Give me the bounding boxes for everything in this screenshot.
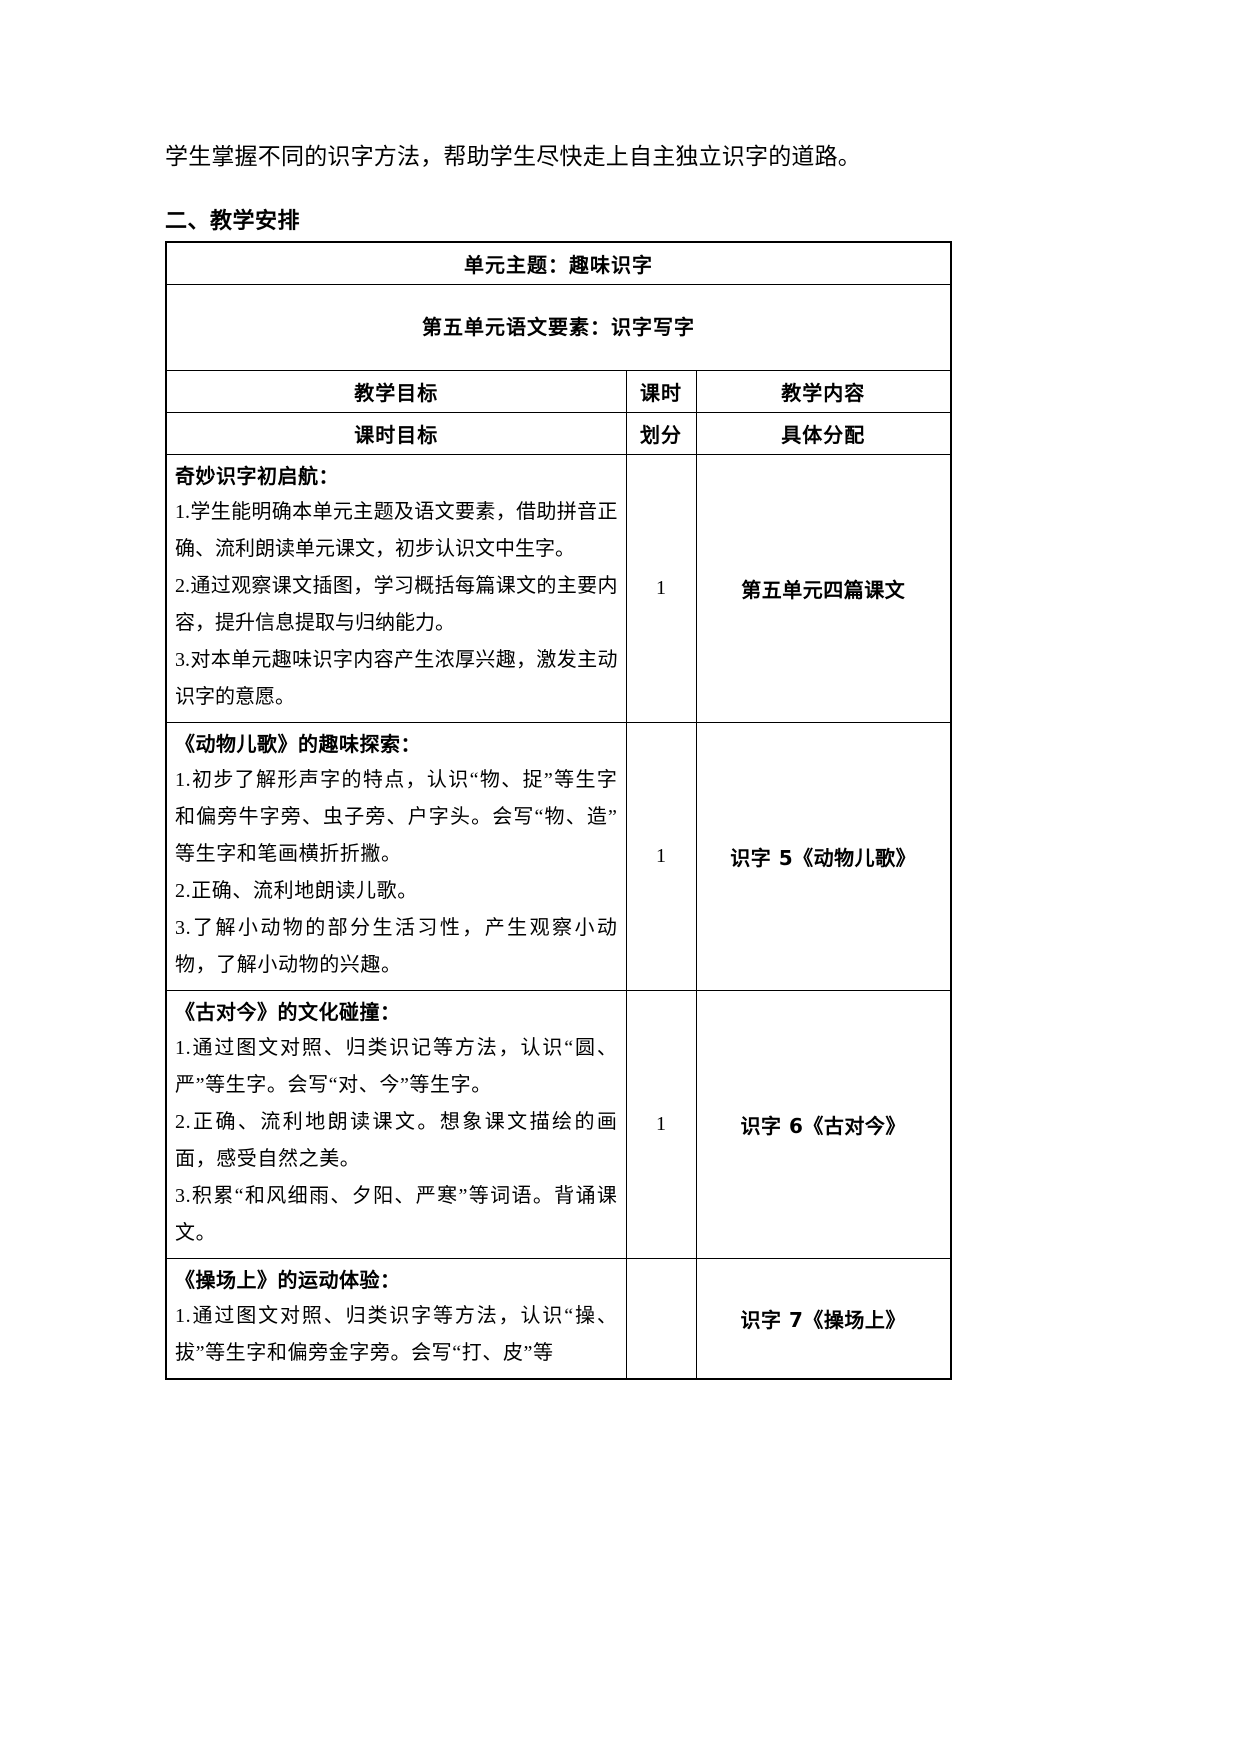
lesson-goal-title: 《动物儿歌》的趣味探索：	[175, 731, 421, 756]
language-element-banner: 第五单元语文要素：识字写字	[165, 283, 952, 371]
column-header-goals: 教学目标	[165, 369, 627, 413]
lesson-content-cell: 第五单元四篇课文	[695, 453, 952, 723]
table-header-row-primary: 教学目标 课时 教学内容	[165, 369, 952, 413]
table-row: 《操场上》的运动体验： 1.通过图文对照、归类识字等方法，认识“操、拔”等生字和…	[165, 1257, 952, 1380]
lesson-goal-item: 1.学生能明确本单元主题及语文要素，借助拼音正确、流利朗读单元课文，初步认识文中…	[175, 500, 618, 560]
lesson-goal-item: 2.通过观察课文插图，学习概括每篇课文的主要内容，提升信息提取与归纳能力。	[175, 574, 618, 634]
lesson-goals-cell: 《古对今》的文化碰撞： 1.通过图文对照、归类识记等方法，认识“圆、严”等生字。…	[165, 989, 627, 1259]
lesson-goals-cell: 奇妙识字初启航： 1.学生能明确本单元主题及语文要素，借助拼音正确、流利朗读单元…	[165, 453, 627, 723]
table-row: 奇妙识字初启航： 1.学生能明确本单元主题及语文要素，借助拼音正确、流利朗读单元…	[165, 453, 952, 723]
lesson-hours-cell: 1	[625, 453, 697, 723]
intro-paragraph: 学生掌握不同的识字方法，帮助学生尽快走上自主独立识字的道路。	[165, 144, 861, 169]
lesson-goal-item: 3.了解小动物的部分生活习性，产生观察小动物，了解小动物的兴趣。	[175, 916, 618, 976]
table-row: 《动物儿歌》的趣味探索： 1.初步了解形声字的特点，认识“物、捉”等生字和偏旁牛…	[165, 721, 952, 991]
table-row: 《古对今》的文化碰撞： 1.通过图文对照、归类识记等方法，认识“圆、严”等生字。…	[165, 989, 952, 1259]
lesson-goal-title: 奇妙识字初启航：	[175, 463, 339, 488]
lesson-content-cell: 识字 7《操场上》	[695, 1257, 952, 1380]
lesson-goal-item: 3.对本单元趣味识字内容产生浓厚兴趣，激发主动识字的意愿。	[175, 648, 618, 708]
table-row-unit-theme: 单元主题：趣味识字	[165, 241, 952, 285]
lesson-hours-cell: 1	[625, 989, 697, 1259]
unit-theme-banner: 单元主题：趣味识字	[165, 241, 952, 285]
column-subheader-hours: 划分	[625, 411, 697, 455]
lesson-goal-item: 2.正确、流利地朗读课文。想象课文描绘的画面，感受自然之美。	[175, 1110, 618, 1170]
lesson-content-cell: 识字 6《古对今》	[695, 989, 952, 1259]
column-header-hours: 课时	[625, 369, 697, 413]
section-heading: 二、教学安排	[165, 208, 301, 234]
lesson-goal-item: 1.初步了解形声字的特点，认识“物、捉”等生字和偏旁牛字旁、虫子旁、户字头。会写…	[175, 768, 618, 865]
lesson-goal-item: 1.通过图文对照、归类识记等方法，认识“圆、严”等生字。会写“对、今”等生字。	[175, 1036, 618, 1096]
column-subheader-content: 具体分配	[695, 411, 952, 455]
lesson-goal-title: 《古对今》的文化碰撞：	[175, 999, 401, 1024]
column-subheader-goals: 课时目标	[165, 411, 627, 455]
table-row-language-element: 第五单元语文要素：识字写字	[165, 283, 952, 371]
lesson-goal-item: 1.通过图文对照、归类识字等方法，认识“操、拔”等生字和偏旁金字旁。会写“打、皮…	[175, 1304, 618, 1364]
lesson-goals-cell: 《操场上》的运动体验： 1.通过图文对照、归类识字等方法，认识“操、拔”等生字和…	[165, 1257, 627, 1380]
lesson-goals-cell: 《动物儿歌》的趣味探索： 1.初步了解形声字的特点，认识“物、捉”等生字和偏旁牛…	[165, 721, 627, 991]
lesson-goal-item: 2.正确、流利地朗读儿歌。	[175, 879, 418, 902]
lesson-hours-cell	[625, 1257, 697, 1380]
table-header-row-secondary: 课时目标 划分 具体分配	[165, 411, 952, 455]
lesson-goal-title: 《操场上》的运动体验：	[175, 1267, 401, 1292]
lesson-goal-item: 3.积累“和风细雨、夕阳、严寒”等词语。背诵课文。	[175, 1184, 618, 1244]
lesson-hours-cell: 1	[625, 721, 697, 991]
column-header-content: 教学内容	[695, 369, 952, 413]
lesson-content-cell: 识字 5《动物儿歌》	[695, 721, 952, 991]
teaching-plan-table: 单元主题：趣味识字 第五单元语文要素：识字写字 教学目标 课时 教学内容 课时目…	[165, 240, 952, 1380]
